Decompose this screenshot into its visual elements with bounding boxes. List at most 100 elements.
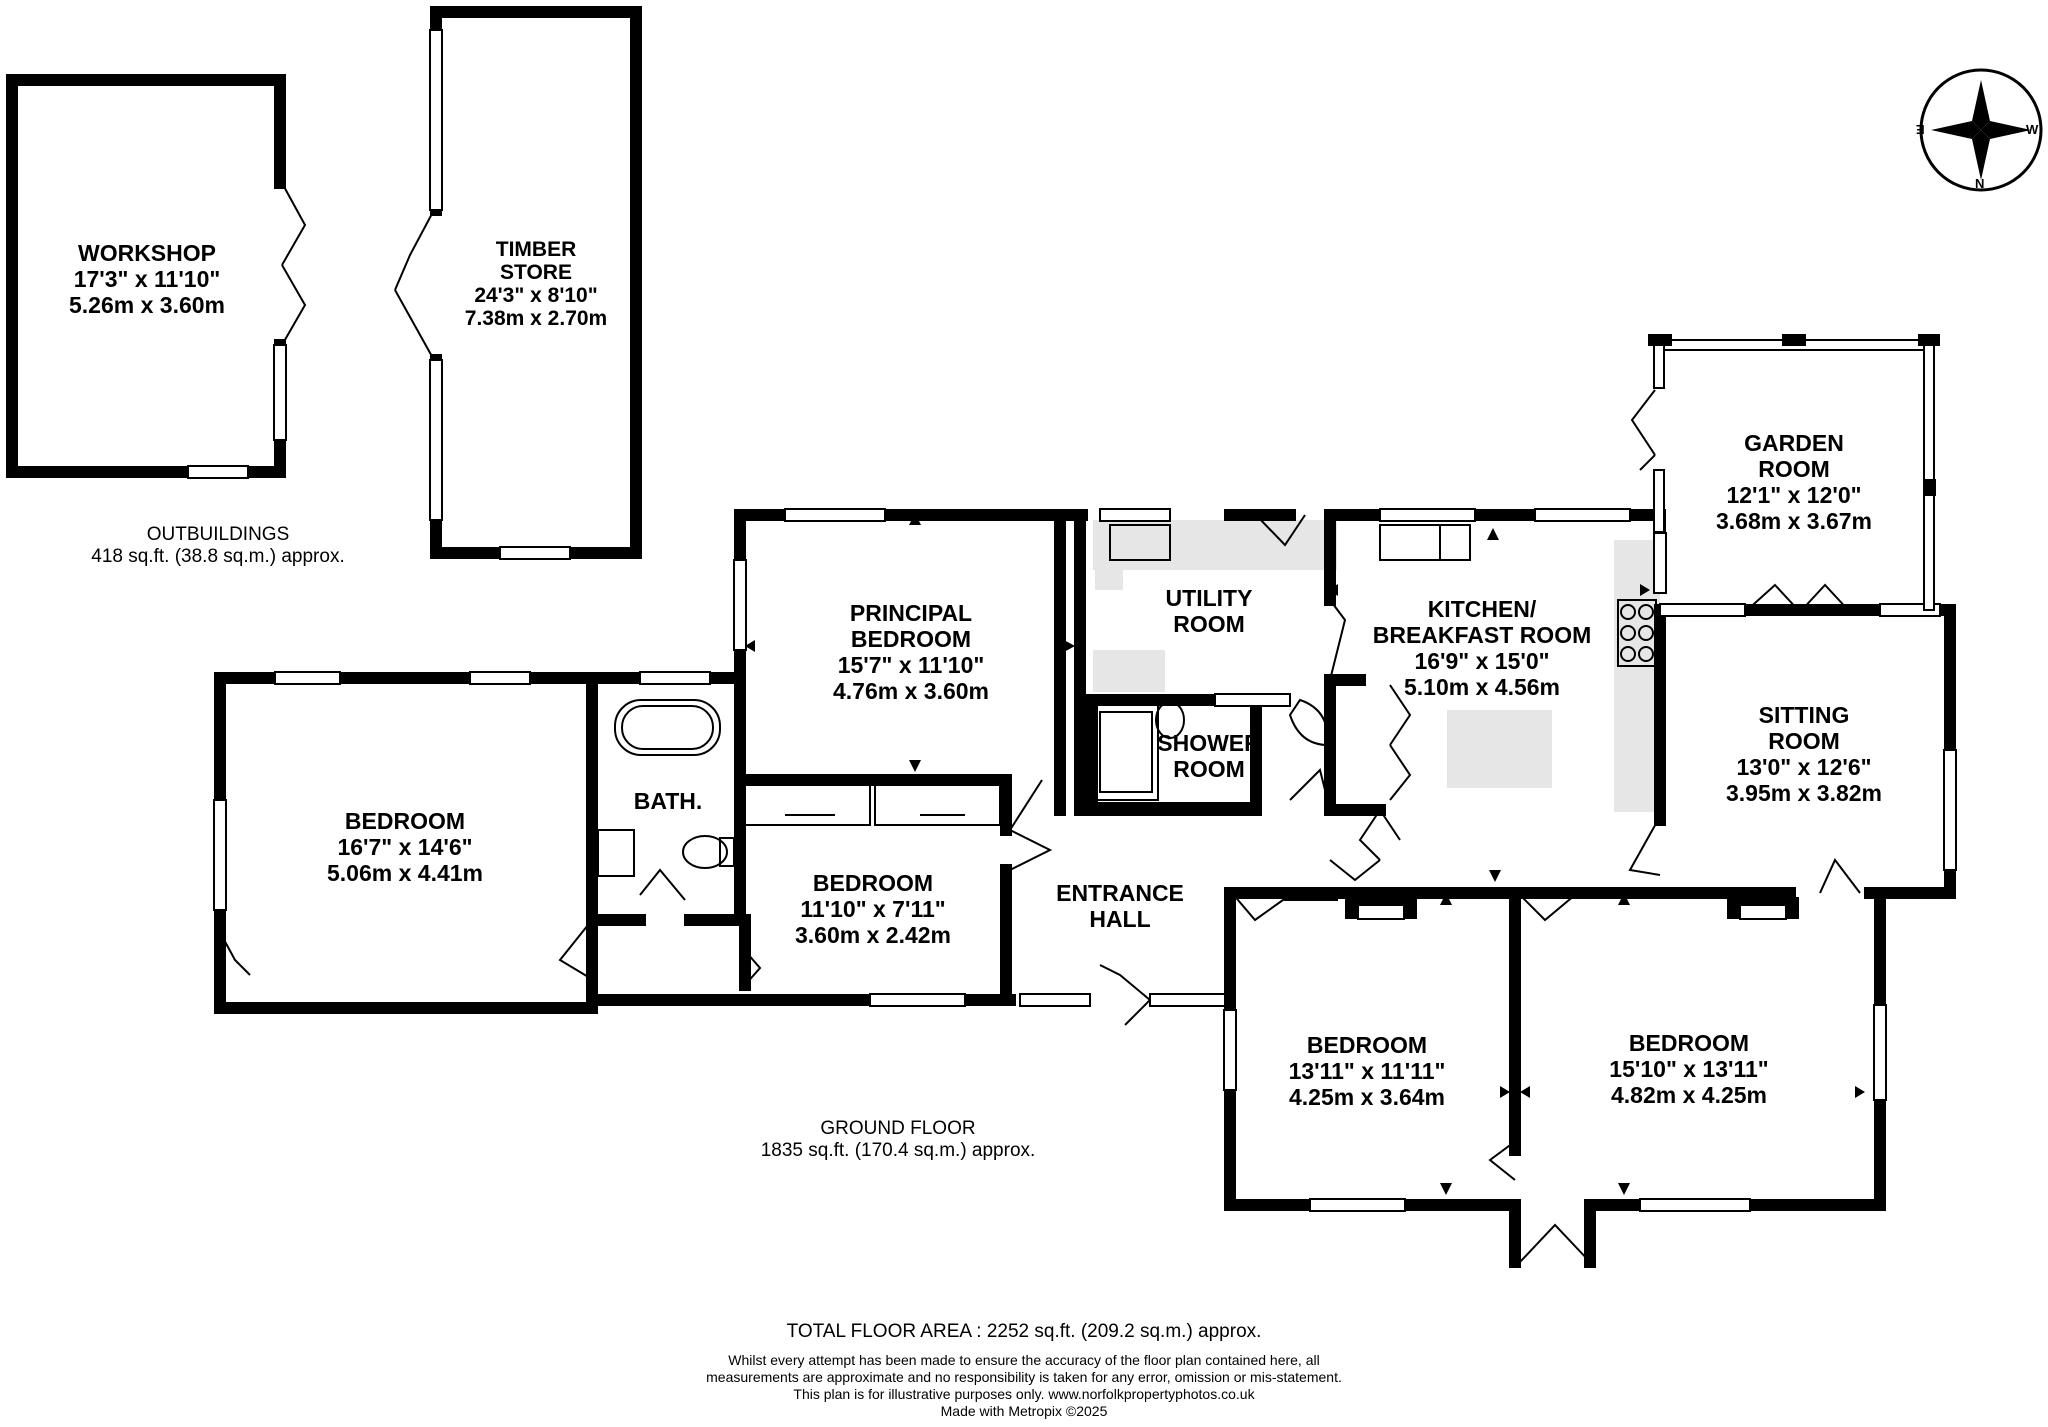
window: [1379, 508, 1476, 522]
window: [274, 671, 341, 685]
room-bedroom-small: BEDROOM 11'10" x 7'11" 3.60m x 2.42m: [795, 870, 951, 948]
window: [499, 546, 571, 560]
disclaimer: Whilst every attempt has been made to en…: [706, 1352, 1342, 1420]
room-workshop: WORKSHOP 17'3" x 11'10" 5.26m x 3.60m: [69, 240, 225, 318]
room-name: BEDROOM: [812, 870, 934, 896]
room-dimensions-imperial: 13'0" x 12'6": [1736, 754, 1872, 780]
window: [429, 359, 443, 521]
room-name: ROOM: [1758, 456, 1830, 482]
fireplaces: [1345, 897, 1799, 920]
window: [1653, 339, 1665, 389]
area-size: 418 sq.ft. (38.8 sq.m.) approx.: [91, 546, 345, 567]
bathroom-fixtures: [597, 524, 1471, 877]
room-bath: BATH.: [634, 788, 703, 814]
room-name: SITTING: [1758, 702, 1850, 728]
window: [1214, 693, 1291, 707]
window: [1149, 993, 1226, 1007]
window: [1873, 1004, 1887, 1101]
window: [1534, 508, 1631, 522]
window: [784, 508, 886, 522]
room-dimensions-imperial: 13'11" x 11'11": [1288, 1058, 1446, 1084]
room-name: ROOM: [1173, 756, 1245, 782]
window: [1019, 993, 1091, 1007]
room-name: TIMBER: [495, 238, 577, 261]
room-name: BREAKFAST ROOM: [1372, 622, 1592, 648]
window: [1923, 339, 1935, 611]
window: [1639, 1198, 1751, 1212]
compass-south-label: S: [1975, 100, 1984, 115]
room-dimensions-imperial: 15'10" x 13'11": [1609, 1056, 1769, 1082]
room-name: BEDROOM: [344, 808, 466, 834]
area-title: OUTBUILDINGS: [146, 524, 290, 545]
window: [429, 29, 443, 211]
metropix-credit: Made with Metropix ©2025: [940, 1403, 1108, 1419]
disclaimer-line: measurements are approximate and no resp…: [706, 1369, 1342, 1385]
garden-room-walls: [1648, 334, 1940, 611]
compass-north-label: N: [1975, 176, 1985, 191]
windows: [187, 29, 1957, 1212]
room-dimensions-metric: 3.60m x 2.42m: [794, 922, 952, 948]
room-shower-room: SHOWER ROOM: [1157, 730, 1261, 782]
window: [1653, 532, 1667, 594]
room-dimensions-metric: 4.25m x 3.64m: [1288, 1084, 1446, 1110]
window: [1309, 1198, 1406, 1212]
room-dimensions-metric: 5.10m x 4.56m: [1403, 674, 1560, 700]
room-name: GARDEN: [1744, 430, 1844, 456]
room-kitchen-breakfast: KITCHEN/ BREAKFAST ROOM 16'9" x 15'0" 5.…: [1373, 596, 1592, 700]
room-name: WORKSHOP: [77, 240, 216, 266]
room-principal-bedroom: PRINCIPAL BEDROOM 15'7" x 11'10" 4.76m x…: [833, 600, 989, 704]
area-size: 1835 sq.ft. (170.4 sq.m.) approx.: [760, 1140, 1036, 1161]
room-name: PRINCIPAL: [849, 600, 973, 626]
room-dimensions-metric: 5.26m x 3.60m: [68, 292, 226, 318]
window: [869, 993, 966, 1007]
total-floor-area: TOTAL FLOOR AREA : 2252 sq.ft. (209.2 sq…: [786, 1321, 1262, 1342]
room-dimensions-imperial: 15'7" x 11'10": [837, 652, 985, 678]
compass-west-label: W: [2026, 122, 2039, 137]
room-dimensions-metric: 5.06m x 4.41m: [326, 860, 484, 886]
room-entrance-hall: ENTRANCE HALL: [1056, 880, 1184, 932]
area-title: GROUND FLOOR: [820, 1118, 976, 1139]
room-dimensions-metric: 3.68m x 3.67m: [1715, 508, 1873, 534]
window: [1223, 1009, 1237, 1091]
room-name: BEDROOM: [1628, 1030, 1750, 1056]
room-bedroom-east: BEDROOM 15'10" x 13'11" 4.82m x 4.25m: [1609, 1030, 1768, 1108]
wardrobes: [744, 784, 1001, 826]
window: [213, 799, 227, 911]
window: [639, 671, 711, 685]
room-name: BATH.: [633, 788, 703, 814]
room-dimensions-imperial: 17'3" x 11'10": [73, 266, 221, 292]
room-timber-store: TIMBER STORE 24'3" x 8'10" 7.38m x 2.70m: [465, 238, 607, 330]
window: [1653, 469, 1665, 533]
room-dimensions-imperial: 16'7" x 14'6": [337, 834, 473, 860]
compass-east-label: E: [1916, 122, 1925, 137]
utility-units: [1093, 520, 1213, 692]
window: [469, 671, 531, 685]
room-dimensions-imperial: 12'1" x 12'0": [1726, 482, 1862, 508]
window: [1099, 508, 1171, 522]
room-name: UTILITY: [1165, 585, 1253, 611]
room-garden-room: GARDEN ROOM 12'1" x 12'0" 3.68m x 3.67m: [1716, 430, 1872, 534]
room-name: SHOWER: [1157, 730, 1261, 756]
window: [273, 344, 287, 441]
room-name: BEDROOM: [850, 626, 972, 652]
window: [1659, 603, 1746, 617]
disclaimer-line: This plan is for illustrative purposes o…: [793, 1386, 1255, 1402]
room-dimensions-imperial: 24'3" x 8'10": [474, 284, 598, 307]
direction-arrows: [745, 513, 1865, 1195]
room-bedroom-mid: BEDROOM 13'11" x 11'11" 4.25m x 3.64m: [1289, 1032, 1446, 1110]
hob: [1617, 599, 1657, 667]
room-name: STORE: [500, 261, 572, 284]
room-dimensions-imperial: 11'10" x 7'11": [800, 896, 946, 922]
doors: [221, 182, 1861, 1263]
compass-icon: [1919, 68, 2043, 192]
room-utility-room: UTILITY ROOM: [1166, 585, 1253, 637]
room-name: ROOM: [1173, 611, 1245, 637]
window: [1943, 749, 1957, 871]
room-dimensions-metric: 3.95m x 3.82m: [1725, 780, 1883, 806]
room-name: ROOM: [1768, 728, 1840, 754]
room-dimensions-metric: 4.82m x 4.25m: [1610, 1082, 1768, 1108]
plan-footer: TOTAL FLOOR AREA : 2252 sq.ft. (209.2 sq…: [706, 1320, 1342, 1420]
room-name: HALL: [1089, 906, 1151, 932]
room-name: KITCHEN/: [1427, 596, 1537, 622]
